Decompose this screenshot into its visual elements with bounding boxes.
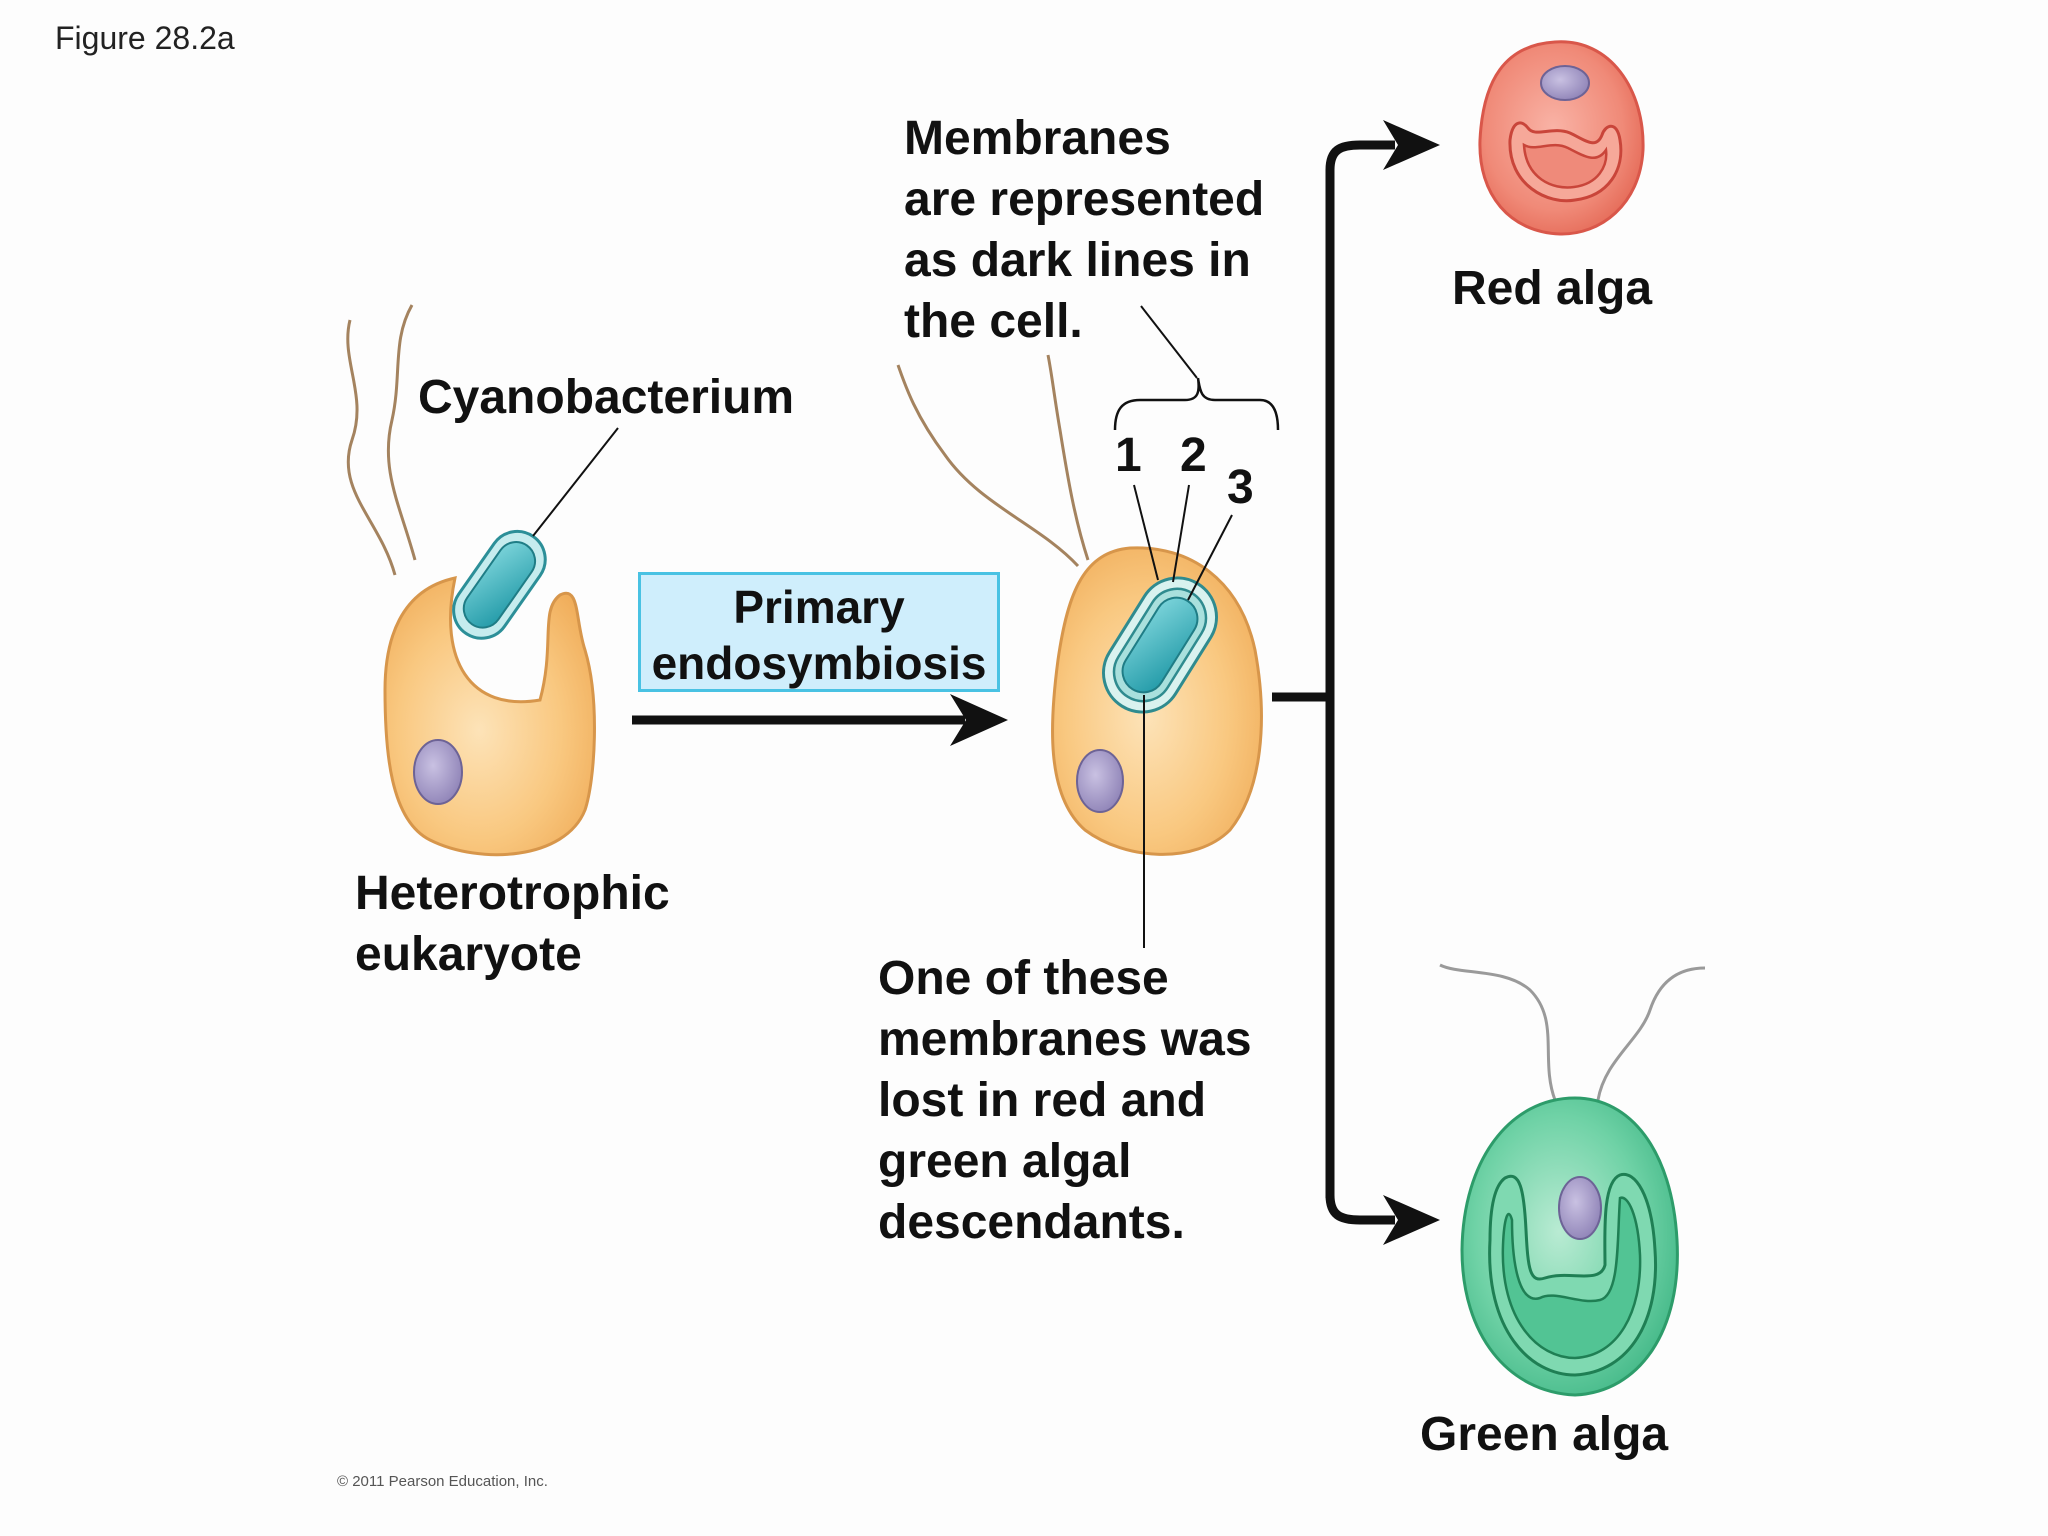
nucleus [1558, 1176, 1602, 1240]
membranes-note-line-1: Membranes [904, 112, 1171, 165]
primary-endosymbiosis-line-1: Primary [733, 581, 905, 633]
arrowhead-to-green-alga [1383, 1195, 1440, 1245]
figure-label: Figure 28.2a [55, 20, 235, 56]
membranes-note-line-3: as dark lines in [904, 234, 1251, 287]
red-alga-label: Red alga [1452, 258, 1652, 319]
lost-membrane-note-line-5: descendants. [878, 1196, 1185, 1249]
heterotrophic-eukaryote-cell [346, 304, 619, 857]
membranes-note-line-4: the cell. [904, 295, 1083, 348]
membrane-2-leader [1172, 484, 1190, 583]
plastid [1102, 576, 1218, 714]
membrane-1-leader [1133, 484, 1159, 581]
lost-membrane-note-line-2: membranes was [878, 1013, 1252, 1066]
cyanobacterium-leader-line [532, 427, 619, 537]
flagellum [1046, 354, 1090, 561]
green-alga-cell [1439, 963, 1706, 1397]
lost-membrane-note: One of these membranes was lost in red a… [878, 948, 1252, 1253]
arrowhead-to-red-alga [1383, 120, 1440, 170]
nucleus [1076, 749, 1124, 813]
flagellum [1596, 966, 1706, 1101]
copyright-notice: © 2011 Pearson Education, Inc. [337, 1473, 548, 1490]
flagellum [386, 304, 417, 561]
green-alga-label: Green alga [1420, 1404, 1668, 1465]
flagellum [1439, 963, 1557, 1101]
membrane-number-2: 2 [1180, 429, 1207, 482]
cyanobacterium-label-text: Cyanobacterium [418, 371, 795, 424]
membrane-number-3: 3 [1227, 461, 1254, 514]
heterotrophic-eukaryote-label: Heterotrophic eukaryote [355, 863, 670, 985]
lost-membrane-note-line-1: One of these [878, 952, 1169, 1005]
branching-arrows [1272, 120, 1440, 1245]
nucleus [413, 739, 463, 805]
endosymbiosis-arrow [632, 694, 1008, 746]
cyanobacterium-label: Cyanobacterium [418, 367, 794, 428]
nucleus [1540, 65, 1590, 101]
red-alga-cell [1478, 40, 1645, 236]
green-alga-label-text: Green alga [1420, 1408, 1669, 1461]
eukaryote-with-plastid-cell [896, 305, 1280, 948]
membranes-note: Membranes are represented as dark lines … [904, 108, 1264, 352]
membranes-note-leader [1140, 305, 1198, 379]
primary-endosymbiosis-box: Primary endosymbiosis [638, 572, 1000, 692]
membranes-bracket [1113, 377, 1280, 431]
membrane-number-1: 1 [1115, 429, 1142, 482]
flagellum [896, 364, 1080, 568]
membranes-note-line-2: are represented [904, 173, 1265, 226]
primary-endosymbiosis-line-2: endosymbiosis [651, 637, 987, 689]
heterotrophic-eukaryote-line-1: Heterotrophic [355, 867, 670, 920]
heterotrophic-eukaryote-line-2: eukaryote [355, 928, 582, 981]
membrane-3-leader [1187, 514, 1233, 601]
cyanobacterium [452, 529, 547, 640]
lost-membrane-note-line-4: green algal [878, 1135, 1132, 1188]
lost-membrane-note-line-3: lost in red and [878, 1074, 1207, 1127]
red-alga-label-text: Red alga [1452, 262, 1653, 315]
flagellum [346, 319, 397, 576]
